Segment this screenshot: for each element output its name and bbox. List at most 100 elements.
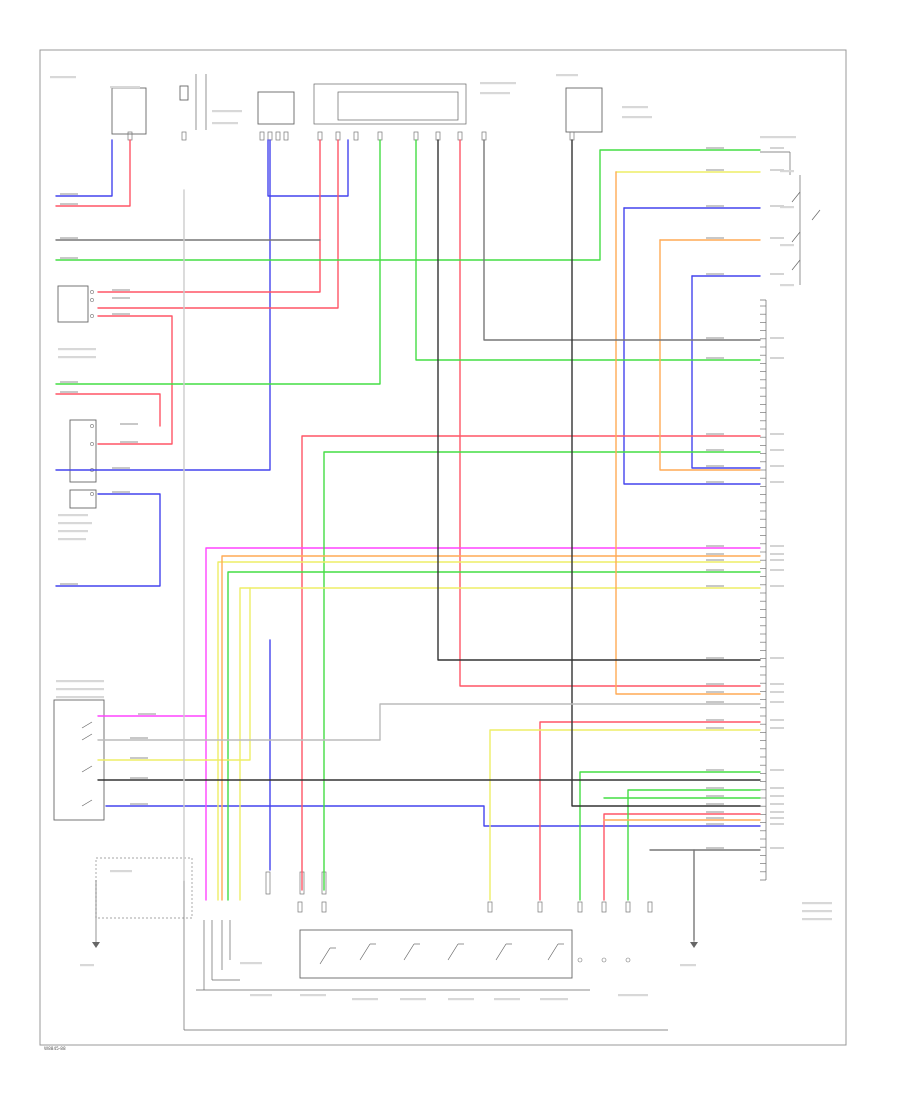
wire-green-mid-long xyxy=(227,571,761,901)
top-pin-stub xyxy=(127,131,133,141)
left-component-group xyxy=(53,285,105,821)
wire-tag-mark xyxy=(706,273,724,275)
label-mark xyxy=(780,284,794,287)
label-mark xyxy=(80,964,94,967)
pin-tag-mark xyxy=(770,237,784,239)
bottom-pin-stub xyxy=(601,901,607,913)
wire-tag-mark xyxy=(706,147,724,149)
top-left-box xyxy=(111,87,147,135)
top-pin-stub xyxy=(413,131,419,141)
wire-blue-left-loop xyxy=(55,493,161,587)
top-pin-stub xyxy=(283,131,289,141)
wire-tag-mark xyxy=(706,559,724,561)
wire-green-bottom-2 xyxy=(627,789,761,901)
wire-lightgray-1 xyxy=(379,703,761,741)
top-pin-stub xyxy=(377,131,383,141)
wire-blue-right-drop-2 xyxy=(691,275,761,469)
bottom-component-group xyxy=(95,857,668,1031)
left-pin xyxy=(90,492,94,496)
wire-green-center xyxy=(415,139,761,361)
top-pin-stub xyxy=(181,131,187,141)
wire-tag-mark xyxy=(706,357,724,359)
diagram-frame xyxy=(39,49,847,1046)
wire-tag-mark xyxy=(706,847,724,849)
pin-tag-mark xyxy=(770,337,784,339)
pin-tag-mark xyxy=(770,433,784,435)
label-mark xyxy=(480,92,510,95)
wire-yellow-left xyxy=(97,587,251,761)
wire-tag-mark xyxy=(706,795,724,797)
wire-red-top-left xyxy=(55,139,131,207)
wire-yellow-bottom xyxy=(489,729,761,901)
label-mark xyxy=(618,994,648,997)
wire-tag-mark xyxy=(138,713,156,715)
top-right-module-box xyxy=(565,87,603,133)
wire-dark-right-long xyxy=(571,139,761,807)
wire-red-right-drop xyxy=(459,139,761,687)
top-pin-stub xyxy=(317,131,323,141)
label-mark xyxy=(58,538,86,541)
wire-tag-mark xyxy=(130,777,148,779)
left-switch-blade-1 xyxy=(81,721,93,729)
wire-tag-mark xyxy=(706,585,724,587)
wire-yellow-mid-long-2 xyxy=(239,587,761,901)
label-mark xyxy=(556,74,578,77)
wire-tag-mark xyxy=(706,701,724,703)
wire-tag-mark xyxy=(706,811,724,813)
wire-tag-mark xyxy=(706,481,724,483)
wire-tag-mark xyxy=(60,193,78,195)
left-switch-blade-2 xyxy=(81,733,93,741)
label-mark xyxy=(212,122,238,125)
label-mark xyxy=(50,76,76,79)
wire-tag-mark xyxy=(706,769,724,771)
wire-red-center-long xyxy=(301,435,761,891)
wire-tag-mark xyxy=(706,691,724,693)
label-mark xyxy=(56,680,104,683)
label-mark xyxy=(400,998,426,1001)
wire-tag-mark xyxy=(706,337,724,339)
ground-symbols xyxy=(92,880,698,948)
wire-tag-mark xyxy=(706,823,724,825)
wire-orange-right-drop xyxy=(615,171,761,695)
label-mark xyxy=(780,244,794,247)
label-mark xyxy=(58,514,88,517)
wire-green-top-long xyxy=(55,149,761,261)
left-switch-assembly-box xyxy=(53,699,105,821)
top-connector-bracket xyxy=(313,83,467,125)
ground-icon xyxy=(92,942,100,948)
pin-tag-mark xyxy=(770,817,784,819)
wire-red-bottom-right xyxy=(539,721,761,901)
bottom-pin-stub xyxy=(297,901,303,913)
top-pin-stub xyxy=(335,131,341,141)
wire-orange-mid-long xyxy=(221,555,761,901)
bottom-pin-stub xyxy=(577,901,583,913)
label-mark xyxy=(448,998,474,1001)
wire-tag-mark xyxy=(706,719,724,721)
label-mark xyxy=(760,136,796,139)
top-mid-relay-box xyxy=(257,91,295,125)
pin-tag-mark xyxy=(770,811,784,813)
pin-tag-mark xyxy=(770,803,784,805)
wire-tag-mark xyxy=(130,737,148,739)
wire-tag-mark xyxy=(130,757,148,759)
pin-tag-mark xyxy=(770,357,784,359)
top-connector-pins xyxy=(90,131,575,496)
wire-tag-mark xyxy=(130,803,148,805)
pin-tag-mark xyxy=(770,449,784,451)
wire-red-bottom-right-2 xyxy=(603,813,761,901)
pin-tag-mark xyxy=(770,683,784,685)
wire-tag-mark xyxy=(60,237,78,239)
wire-blue-top-left xyxy=(55,139,113,197)
bottom-upper-pin-stub xyxy=(265,871,271,895)
wire-tag-mark xyxy=(112,289,130,291)
bottom-switch-blade xyxy=(359,943,371,961)
label-mark xyxy=(802,918,832,921)
wire-tag-mark xyxy=(60,381,78,383)
pin-tag-mark xyxy=(770,481,784,483)
pin-tag-mark xyxy=(770,205,784,207)
bottom-pin-stub xyxy=(487,901,493,913)
wire-blue-bottom-long xyxy=(105,805,761,827)
wire-gray-right xyxy=(483,139,761,341)
top-pin-stub xyxy=(275,131,281,141)
